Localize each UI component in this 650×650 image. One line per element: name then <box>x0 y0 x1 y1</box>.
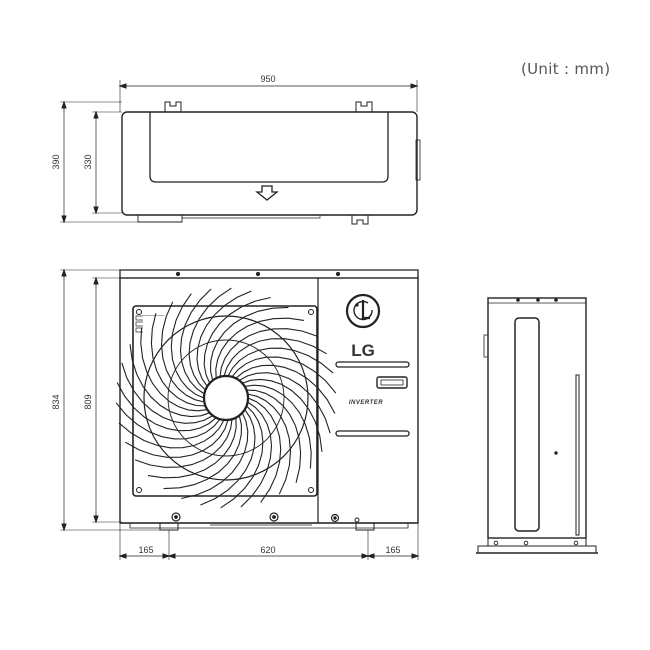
fan-blade <box>181 412 249 500</box>
fan-blade <box>129 344 210 418</box>
fan-blade <box>227 347 334 377</box>
fan-blade <box>240 401 273 508</box>
fan-blade <box>116 382 217 432</box>
fan-blade <box>247 393 292 495</box>
dim-top-depth-outer: 390 <box>51 154 61 169</box>
fan-blade <box>239 372 331 434</box>
side-view <box>476 297 598 554</box>
fan-blade <box>220 405 264 509</box>
fan-blade <box>163 415 242 490</box>
fan-blade <box>188 287 232 391</box>
fan-blade <box>235 364 336 414</box>
fan-blade <box>223 338 327 377</box>
dim-front-height-outer: 834 <box>51 394 61 409</box>
fan-blade <box>215 317 305 379</box>
front-view <box>60 268 420 560</box>
fan-blade <box>134 419 233 468</box>
fan-blade <box>118 419 225 449</box>
dim-top-width: 950 <box>260 74 275 84</box>
unit-note: (Unit : mm) <box>521 60 611 78</box>
brand-logo-text: LG <box>351 341 375 360</box>
dim-top-depth-inner: 330 <box>83 154 93 169</box>
fan-blade <box>219 328 318 377</box>
dim-front-height-inner: 809 <box>83 394 93 409</box>
fan-blade <box>170 293 205 399</box>
dim-bottom-center: 620 <box>260 545 275 555</box>
fan-blade <box>246 389 302 483</box>
fan-blade <box>200 409 256 506</box>
top-view <box>60 80 421 225</box>
fan-blade <box>196 290 252 387</box>
fan-blade <box>121 362 213 424</box>
fan-blade <box>231 356 337 394</box>
fan-blade <box>147 417 237 479</box>
fan-blade <box>203 296 271 384</box>
fan-blade <box>115 402 221 440</box>
fan-grille-icon <box>115 287 337 509</box>
fan-blade <box>247 397 282 503</box>
fan-blade <box>125 419 229 458</box>
fan-blade <box>150 313 206 407</box>
dim-bottom-right: 165 <box>385 545 400 555</box>
down-arrow-icon <box>255 185 279 201</box>
fan-blade <box>160 301 205 403</box>
fan-blade <box>242 378 323 452</box>
dim-bottom-left: 165 <box>138 545 153 555</box>
inverter-badge: INVERTER <box>349 400 383 406</box>
fan-blade <box>210 306 289 381</box>
fan-blade <box>244 384 312 469</box>
lg-logo-icon <box>345 293 381 329</box>
fan-blade <box>140 327 208 412</box>
fan-blade <box>179 288 212 395</box>
